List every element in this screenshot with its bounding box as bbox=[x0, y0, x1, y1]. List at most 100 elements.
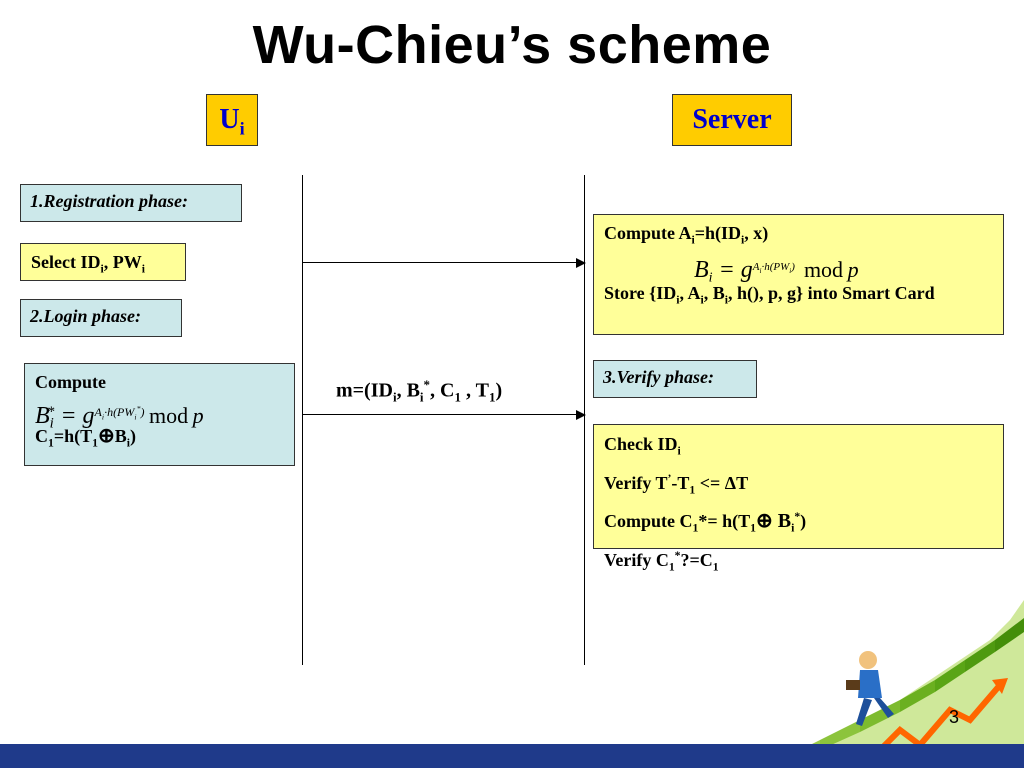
t: i bbox=[791, 521, 795, 535]
compute-c1-line: Compute C1*= h(T1⊕ Bi*) bbox=[604, 503, 993, 542]
t: 1 bbox=[454, 389, 462, 405]
c1-line: C1=h(T1⊕Bi) bbox=[35, 424, 284, 456]
t: * bbox=[423, 377, 431, 392]
t: i bbox=[126, 436, 130, 450]
server-header: Server bbox=[672, 94, 792, 146]
t: 1 bbox=[92, 436, 98, 450]
footer-bar bbox=[0, 744, 1024, 768]
t: , B bbox=[396, 379, 420, 402]
t: i bbox=[392, 389, 397, 405]
t: Compute A bbox=[604, 223, 692, 243]
t: i bbox=[419, 389, 424, 405]
t: i bbox=[700, 293, 704, 307]
select-sub1: i bbox=[100, 262, 104, 276]
t: ⊕ bbox=[97, 425, 115, 447]
t: 1 bbox=[668, 560, 675, 574]
registration-phase-label: 1.Registration phase: bbox=[20, 184, 242, 222]
t: ’ bbox=[667, 471, 672, 485]
t: i bbox=[741, 233, 745, 247]
t: A bbox=[94, 405, 102, 419]
t: Compute C bbox=[604, 511, 693, 532]
t: , T bbox=[461, 379, 489, 402]
t: i bbox=[724, 293, 729, 307]
verify-t-line: Verify T’-T1 <= ΔT bbox=[604, 465, 993, 504]
t: * bbox=[136, 404, 141, 413]
t: i bbox=[691, 233, 695, 247]
t: = g bbox=[712, 256, 753, 283]
t: i bbox=[759, 266, 762, 275]
t: ) bbox=[791, 260, 795, 273]
login-arrow-line bbox=[302, 414, 576, 415]
t: mod bbox=[803, 256, 844, 282]
store-line: Store {IDi, Ai, Bi, h(), p, g} into Smar… bbox=[604, 281, 993, 313]
login-phase-label: 2.Login phase: bbox=[20, 299, 182, 337]
t: Verify T bbox=[604, 472, 668, 493]
t: ⊕ bbox=[755, 510, 778, 533]
server-registration-box: Compute Ai=h(IDi, x) Bi = gAi·h(PWi) mod… bbox=[593, 214, 1004, 335]
t: , C bbox=[430, 379, 455, 402]
t: 1 bbox=[689, 483, 696, 497]
t: = g bbox=[54, 403, 95, 429]
t: ) bbox=[140, 405, 145, 419]
check-id-line: Check IDi bbox=[604, 431, 993, 465]
verify-c1-line: Verify C1*?=C1 bbox=[604, 542, 993, 581]
login-message: m=(IDi, Bi*, C1 , T1) bbox=[336, 377, 502, 406]
t: , B bbox=[703, 282, 725, 303]
user-header-label: U bbox=[219, 104, 240, 135]
t: ) bbox=[800, 511, 807, 532]
t: , A bbox=[679, 282, 701, 303]
registration-arrow-line bbox=[302, 262, 576, 263]
t: =h(ID bbox=[694, 223, 742, 243]
login-arrow-head bbox=[576, 410, 586, 420]
t: A bbox=[752, 260, 760, 273]
t: =h(T bbox=[53, 426, 93, 446]
t: p bbox=[192, 403, 204, 428]
t: 1 bbox=[692, 521, 699, 535]
t: , h(), p, g} into Smart Card bbox=[728, 282, 935, 303]
t: Check ID bbox=[604, 434, 678, 454]
t: 1 bbox=[750, 521, 756, 535]
page-number: 3 bbox=[949, 707, 960, 727]
b-formula-line: Bi = gAi·h(PWi) mod p bbox=[604, 253, 993, 286]
t: C bbox=[35, 426, 48, 446]
verify-phase-label: 3.Verify phase: bbox=[593, 360, 757, 398]
user-lifeline bbox=[302, 175, 303, 665]
login-compute-box: Compute Bi* = gAi·h(PWi*) mod p C1=h(T1⊕… bbox=[24, 363, 295, 466]
t: <= ΔT bbox=[695, 472, 749, 493]
registration-arrow-head bbox=[576, 258, 586, 268]
slide-title: Wu-Chieu’s scheme bbox=[252, 15, 772, 75]
t: Store {ID bbox=[604, 282, 677, 303]
t: i bbox=[708, 270, 713, 286]
t: ) bbox=[495, 379, 503, 402]
t: mod bbox=[148, 403, 189, 428]
t: 1 bbox=[488, 389, 496, 405]
t: * bbox=[46, 404, 55, 420]
t: i bbox=[49, 415, 54, 432]
b-star-formula: Bi* = gAi·h(PWi*) mod p bbox=[35, 394, 284, 432]
t: i bbox=[101, 412, 105, 422]
t: -T bbox=[671, 472, 690, 493]
t: ?=C bbox=[680, 549, 713, 570]
t: B bbox=[694, 256, 709, 283]
t: i bbox=[677, 444, 681, 458]
t: m=(ID bbox=[336, 379, 393, 402]
compute-label: Compute bbox=[35, 372, 106, 392]
select-text: Select ID bbox=[31, 252, 101, 272]
t: ·h(PW bbox=[104, 405, 135, 419]
t: i bbox=[134, 412, 137, 422]
server-verify-box: Check IDi Verify T’-T1 <= ΔT Compute C1*… bbox=[593, 424, 1004, 573]
select-mid: , PW bbox=[103, 252, 142, 272]
server-lifeline bbox=[584, 175, 585, 665]
t: i bbox=[676, 293, 680, 307]
t: , x) bbox=[744, 223, 769, 243]
t: 1 bbox=[48, 436, 54, 450]
t: B bbox=[35, 403, 50, 429]
t: B bbox=[777, 510, 792, 533]
t: ) bbox=[130, 426, 136, 446]
t: * bbox=[674, 548, 681, 562]
compute-a-line: Compute Ai=h(IDi, x) bbox=[604, 221, 993, 253]
t: * bbox=[794, 510, 801, 524]
t: Verify C bbox=[604, 549, 669, 570]
businessman-running-stairs-icon bbox=[760, 600, 1024, 768]
t: p bbox=[847, 256, 859, 282]
